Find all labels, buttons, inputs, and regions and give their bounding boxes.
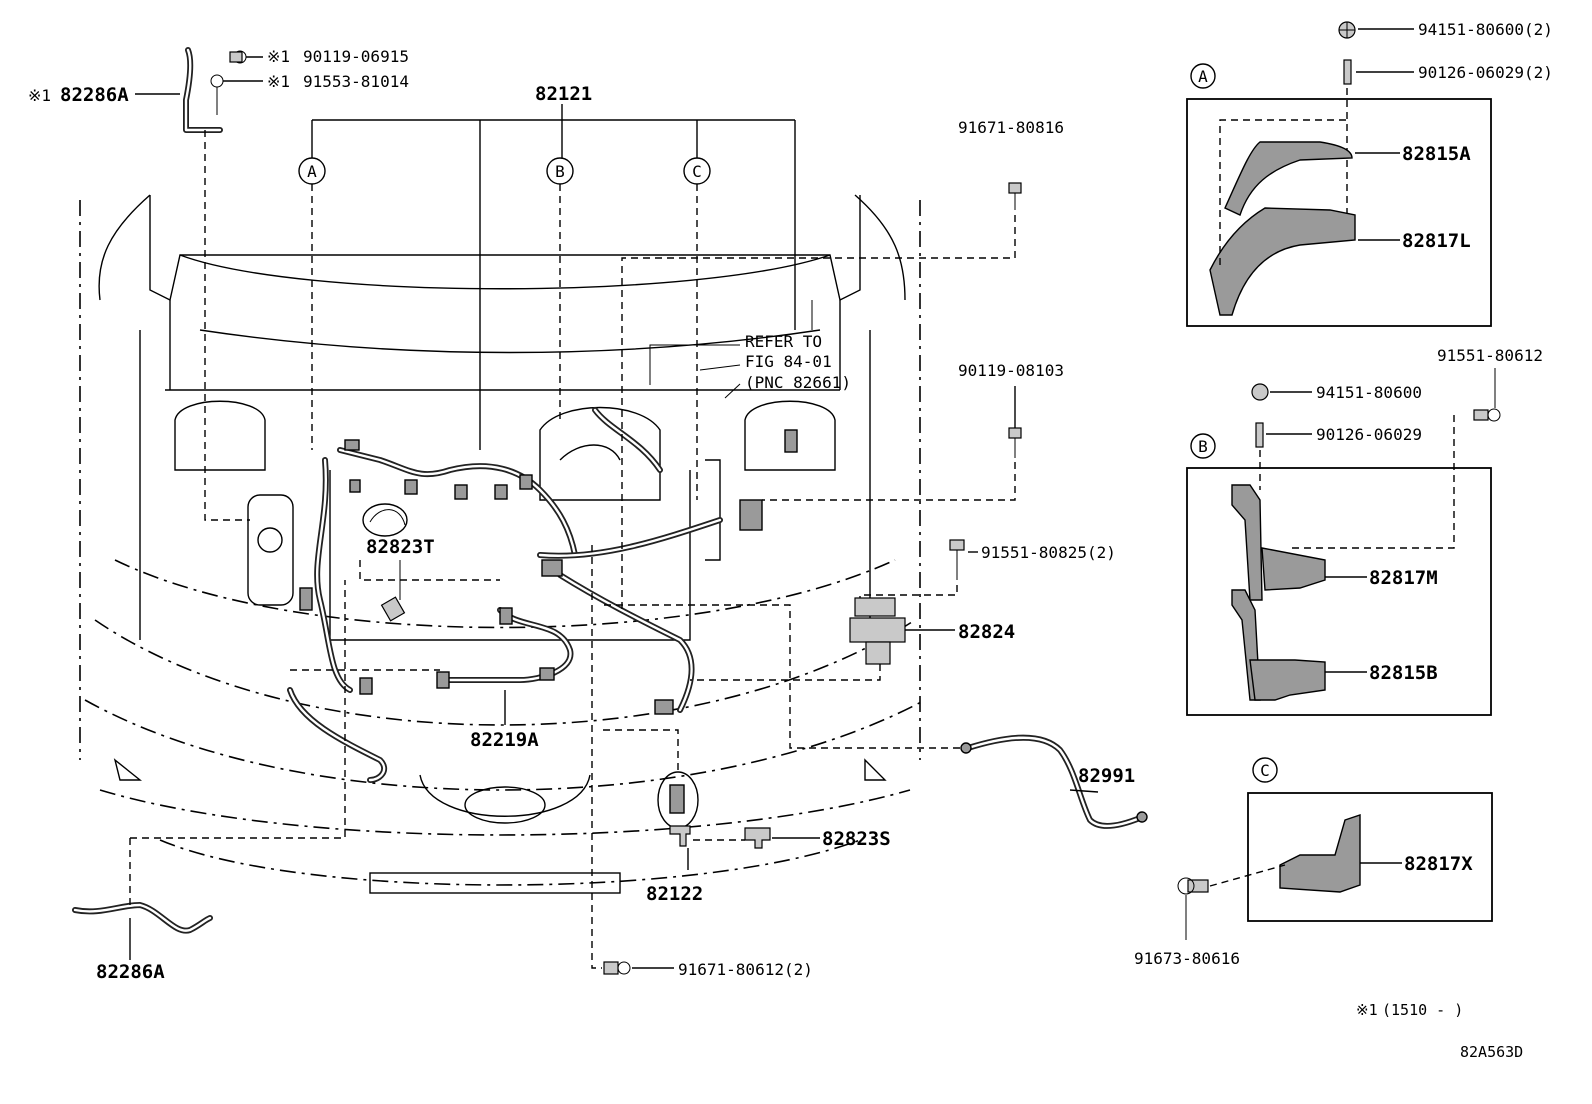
engine-wire-harness [287,407,798,783]
leader-lines [72,47,1148,975]
label-82122: 82122 [646,883,703,905]
label-91671-80816: 91671-80816 [958,118,1064,137]
label-note-marker-82286a: ※1 [28,86,51,105]
label-91673-80616: 91673-80616 [1134,949,1240,968]
detail-a-letter: A [1198,67,1208,86]
label-90119-08103: 90119-08103 [958,361,1064,380]
label-note-marker-90119: ※1 [267,47,290,66]
labels: 82121 ※1 82286A ※1 90119-06915 ※1 91553-… [28,20,1553,1061]
label-91671-80612: 91671-80612(2) [678,960,813,979]
detail-c-letter: C [1260,761,1270,780]
footnote-range: (1510 - ) [1382,1001,1463,1019]
label-82286a-bottom: 82286A [96,961,165,983]
label-82817x: 82817X [1404,853,1473,875]
label-note-marker-91553: ※1 [267,72,290,91]
label-82817m: 82817M [1369,567,1438,589]
label-82991: 82991 [1078,765,1135,787]
refer-note-line1: REFER TO [745,332,822,351]
detail-a-marker [1190,63,1216,89]
label-91551-80612: 91551-80612 [1437,346,1543,365]
detail-b: B [1186,368,1501,716]
refer-note-line3: (PNC 82661) [745,373,851,392]
footnote-marker: ※1 [1356,1001,1378,1019]
callout-a-circle [298,157,326,185]
detail-a: A [1186,21,1492,327]
main-callouts: A B C [298,157,711,185]
label-82286a-top: 82286A [60,84,129,106]
detail-b-letter: B [1198,437,1208,456]
callout-b-circle [546,157,574,185]
label-90126-06029-2: 90126-06029(2) [1418,63,1553,82]
label-82815b: 82815B [1369,662,1438,684]
label-82824: 82824 [958,621,1015,643]
refer-note-line2: FIG 84-01 [745,352,832,371]
label-82817l: 82817L [1402,230,1471,252]
label-94151-80600-2: 94151-80600(2) [1418,20,1553,39]
detail-b-marker [1190,433,1216,459]
detail-c-marker [1252,757,1278,783]
label-94151-80600: 94151-80600 [1316,383,1422,402]
callout-a: A [307,162,317,181]
label-82121: 82121 [535,83,592,105]
label-91551-80825: 91551-80825(2) [981,543,1116,562]
label-82219a: 82219A [470,729,539,751]
label-82815a: 82815A [1402,143,1471,165]
label-90119-06915: 90119-06915 [303,47,409,66]
label-82823t: 82823T [366,536,435,558]
diagram-code: 82A563D [1460,1043,1523,1061]
label-91553-81014: 91553-81014 [303,72,409,91]
vehicle-body-outline [79,194,926,894]
callout-c-circle [683,157,711,185]
label-90126-06029: 90126-06029 [1316,425,1422,444]
callout-c: C [692,162,702,181]
detail-c: C [1177,757,1493,940]
label-82823s: 82823S [822,828,891,850]
callout-b: B [555,162,565,181]
